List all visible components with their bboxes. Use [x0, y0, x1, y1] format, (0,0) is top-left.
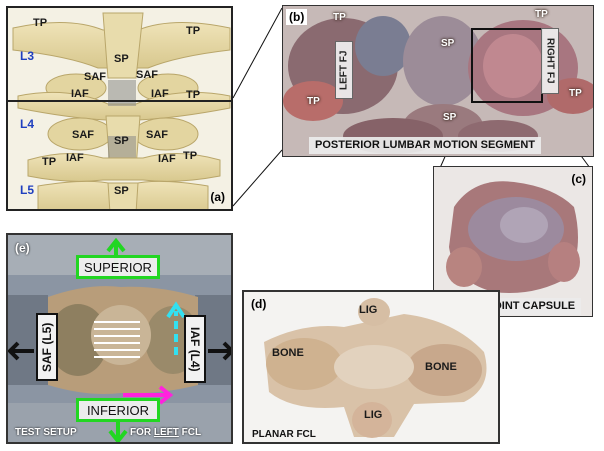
panel-d-planar-fcl: LIG BONE BONE LIG PLANAR FCL (d): [242, 290, 500, 444]
inferior-label: INFERIOR: [76, 398, 160, 422]
label-tp: TP: [186, 89, 201, 101]
iaf-l4-label: IAF (L4): [184, 315, 206, 383]
label-sp: SP: [114, 185, 129, 197]
label-sp: SP: [443, 112, 457, 123]
label-bone: BONE: [272, 347, 304, 359]
level-label-l5: L5: [20, 183, 35, 197]
label-tp: TP: [183, 150, 198, 162]
label-tp: TP: [42, 156, 57, 168]
label-tp: TP: [307, 96, 320, 107]
caption-for: FOR: [130, 427, 154, 438]
label-iaf: IAF: [151, 88, 169, 100]
level-label-l3: L3: [20, 49, 35, 63]
panel-tag-e: (e): [15, 241, 30, 255]
panel-e-caption-left: TEST SETUP: [15, 427, 77, 438]
right-fj-label: RIGHT FJ: [541, 28, 559, 94]
label-tp: TP: [535, 9, 548, 20]
panel-tag-b: (b): [286, 9, 308, 25]
label-sp: SP: [114, 135, 129, 147]
spine-bone-illustration: [12, 12, 231, 209]
label-tp: TP: [186, 25, 201, 37]
left-fj-label: LEFT FJ: [335, 41, 353, 99]
label-saf: SAF: [72, 129, 94, 141]
label-sp: SP: [441, 38, 455, 49]
label-lig: LIG: [364, 409, 383, 421]
panel-tag-d: (d): [251, 297, 267, 311]
right-fj-zoom-box: [471, 28, 543, 103]
label-saf: SAF: [146, 129, 168, 141]
panel-tag-c: (c): [571, 172, 586, 186]
panel-b-motion-segment: TP TP SP TP TP SP LEFT FJ RIGHT FJ POSTE…: [282, 5, 594, 157]
panel-e-test-setup: SUPERIOR INFERIOR SAF (L5) IAF (L4) TEST…: [6, 233, 233, 444]
panel-b-caption: POSTERIOR LUMBAR MOTION SEGMENT: [309, 137, 541, 154]
label-iaf: IAF: [71, 88, 89, 100]
panel-a-spine-model: L3 L4 L5 TP TP SP SAF SAF IAF IAF TP SAF…: [6, 6, 233, 211]
label-iaf: IAF: [66, 152, 84, 164]
label-tp: TP: [33, 17, 48, 29]
caption-fcl: FCL: [178, 427, 202, 438]
l4-highlight-box: [8, 100, 231, 209]
saf-l5-label: SAF (L5): [36, 313, 58, 381]
panel-tag-a: (a): [210, 190, 225, 204]
label-sp: SP: [114, 53, 129, 65]
label-tp: TP: [333, 12, 346, 23]
caption-left-underlined: LEFT: [153, 427, 179, 438]
label-saf: SAF: [84, 71, 106, 83]
label-saf: SAF: [136, 69, 158, 81]
level-label-l4: L4: [20, 117, 35, 131]
label-bone: BONE: [425, 361, 457, 373]
panel-d-caption: PLANAR FCL: [252, 429, 316, 440]
label-lig: LIG: [359, 304, 378, 316]
panel-e-caption-right: FOR LEFT FCL: [130, 428, 201, 438]
label-iaf: IAF: [158, 153, 176, 165]
planar-fcl-photo: [244, 292, 498, 442]
superior-label: SUPERIOR: [76, 255, 160, 279]
label-tp: TP: [569, 88, 582, 99]
